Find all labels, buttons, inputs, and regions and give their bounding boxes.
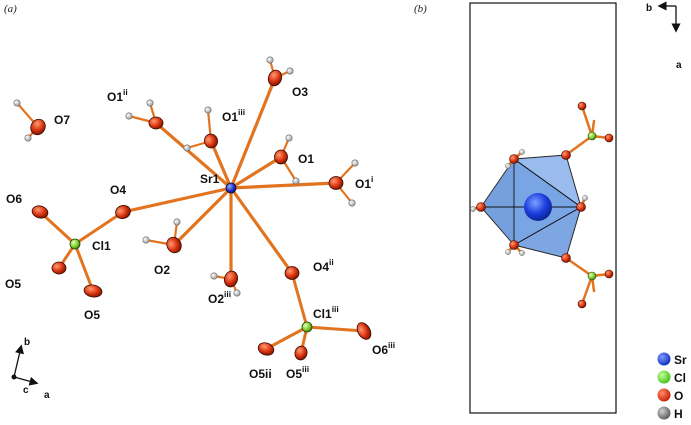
atom-o5-iii bbox=[294, 345, 308, 361]
label-o4-ii: O4ii bbox=[313, 257, 334, 274]
atom-o1-ii bbox=[148, 116, 164, 130]
hydrogen-atoms bbox=[13, 56, 359, 297]
atom-labels: Sr1 O1ii O1iii O3 O1 O1i O7 O6 O4 Cl1 O5… bbox=[5, 85, 395, 381]
axis-a-label-b: a bbox=[676, 60, 682, 71]
atom-o1-i bbox=[328, 176, 344, 190]
axes-indicator-b bbox=[657, 1, 681, 33]
label-cl1: Cl1 bbox=[92, 239, 111, 253]
label-o1: O1 bbox=[298, 152, 314, 166]
axis-c-dot bbox=[11, 374, 17, 380]
label-o7: O7 bbox=[54, 113, 70, 127]
label-cl1-iii: Cl1iii bbox=[313, 304, 339, 321]
sr-coordination-bonds bbox=[121, 76, 338, 281]
axes-indicator-a bbox=[13, 344, 39, 386]
panel-b-label: (b) bbox=[414, 3, 427, 15]
chlorate-bonds bbox=[38, 210, 366, 355]
atom-o1-iii bbox=[204, 133, 218, 149]
atom-o7 bbox=[30, 118, 46, 136]
label-o4: O4 bbox=[110, 183, 126, 197]
chlorine-atoms-b bbox=[587, 131, 597, 281]
oxygen-atoms bbox=[30, 69, 372, 361]
legend-item-h: H bbox=[657, 406, 683, 421]
label-o6: O6 bbox=[6, 192, 22, 206]
element-legend: Sr Cl O H bbox=[657, 352, 687, 421]
legend-item-cl: Cl bbox=[657, 370, 686, 385]
svg-text:Sr: Sr bbox=[674, 353, 687, 367]
label-o5-iii: O5iii bbox=[286, 364, 309, 381]
unit-cell-box bbox=[469, 2, 617, 414]
atom-o4 bbox=[115, 204, 131, 220]
atom-cl1-iii bbox=[301, 321, 313, 333]
axis-a-label-a: a bbox=[44, 390, 50, 401]
atom-o3 bbox=[267, 69, 283, 87]
atom-o2-iii bbox=[223, 270, 239, 288]
label-o1-iii: O1iii bbox=[222, 107, 245, 124]
atom-o5-b bbox=[83, 284, 103, 298]
label-o1-ii: O1ii bbox=[107, 87, 128, 104]
axis-b-label-a: b bbox=[24, 337, 30, 348]
svg-text:O: O bbox=[674, 389, 683, 403]
legend-item-o: O bbox=[657, 388, 683, 403]
svg-text:Cl: Cl bbox=[674, 371, 686, 385]
atom-cl1 bbox=[69, 238, 81, 250]
label-o5-a: O5 bbox=[5, 277, 21, 291]
sr-atom-b bbox=[524, 193, 552, 221]
svg-text:H: H bbox=[674, 407, 683, 421]
panel-a-label: (a) bbox=[4, 3, 17, 15]
hydrogen-atoms-b bbox=[470, 149, 588, 256]
label-sr1: Sr1 bbox=[200, 172, 220, 186]
chlorine-atoms bbox=[69, 238, 313, 333]
axis-c-label: c bbox=[23, 385, 29, 396]
atom-o5-a bbox=[51, 261, 67, 275]
legend-item-sr: Sr bbox=[657, 352, 687, 367]
oxygen-atoms-b bbox=[476, 101, 614, 309]
atom-o2 bbox=[166, 236, 182, 254]
label-o5ii: O5ii bbox=[249, 367, 272, 381]
atom-sr1 bbox=[225, 182, 237, 194]
atom-o6-iii bbox=[356, 322, 372, 340]
label-o2: O2 bbox=[154, 263, 170, 277]
label-o6-iii: O6iii bbox=[372, 340, 395, 357]
atom-o5ii bbox=[257, 342, 275, 356]
label-o2-iii: O2iii bbox=[208, 289, 231, 306]
axis-b-label-b: b bbox=[646, 3, 652, 14]
label-o5-b: O5 bbox=[84, 308, 100, 322]
atom-o6 bbox=[31, 205, 49, 219]
atom-o1 bbox=[274, 149, 288, 165]
label-o3: O3 bbox=[292, 85, 308, 99]
label-o1-i: O1i bbox=[355, 174, 373, 191]
atom-o4-ii bbox=[284, 266, 300, 280]
